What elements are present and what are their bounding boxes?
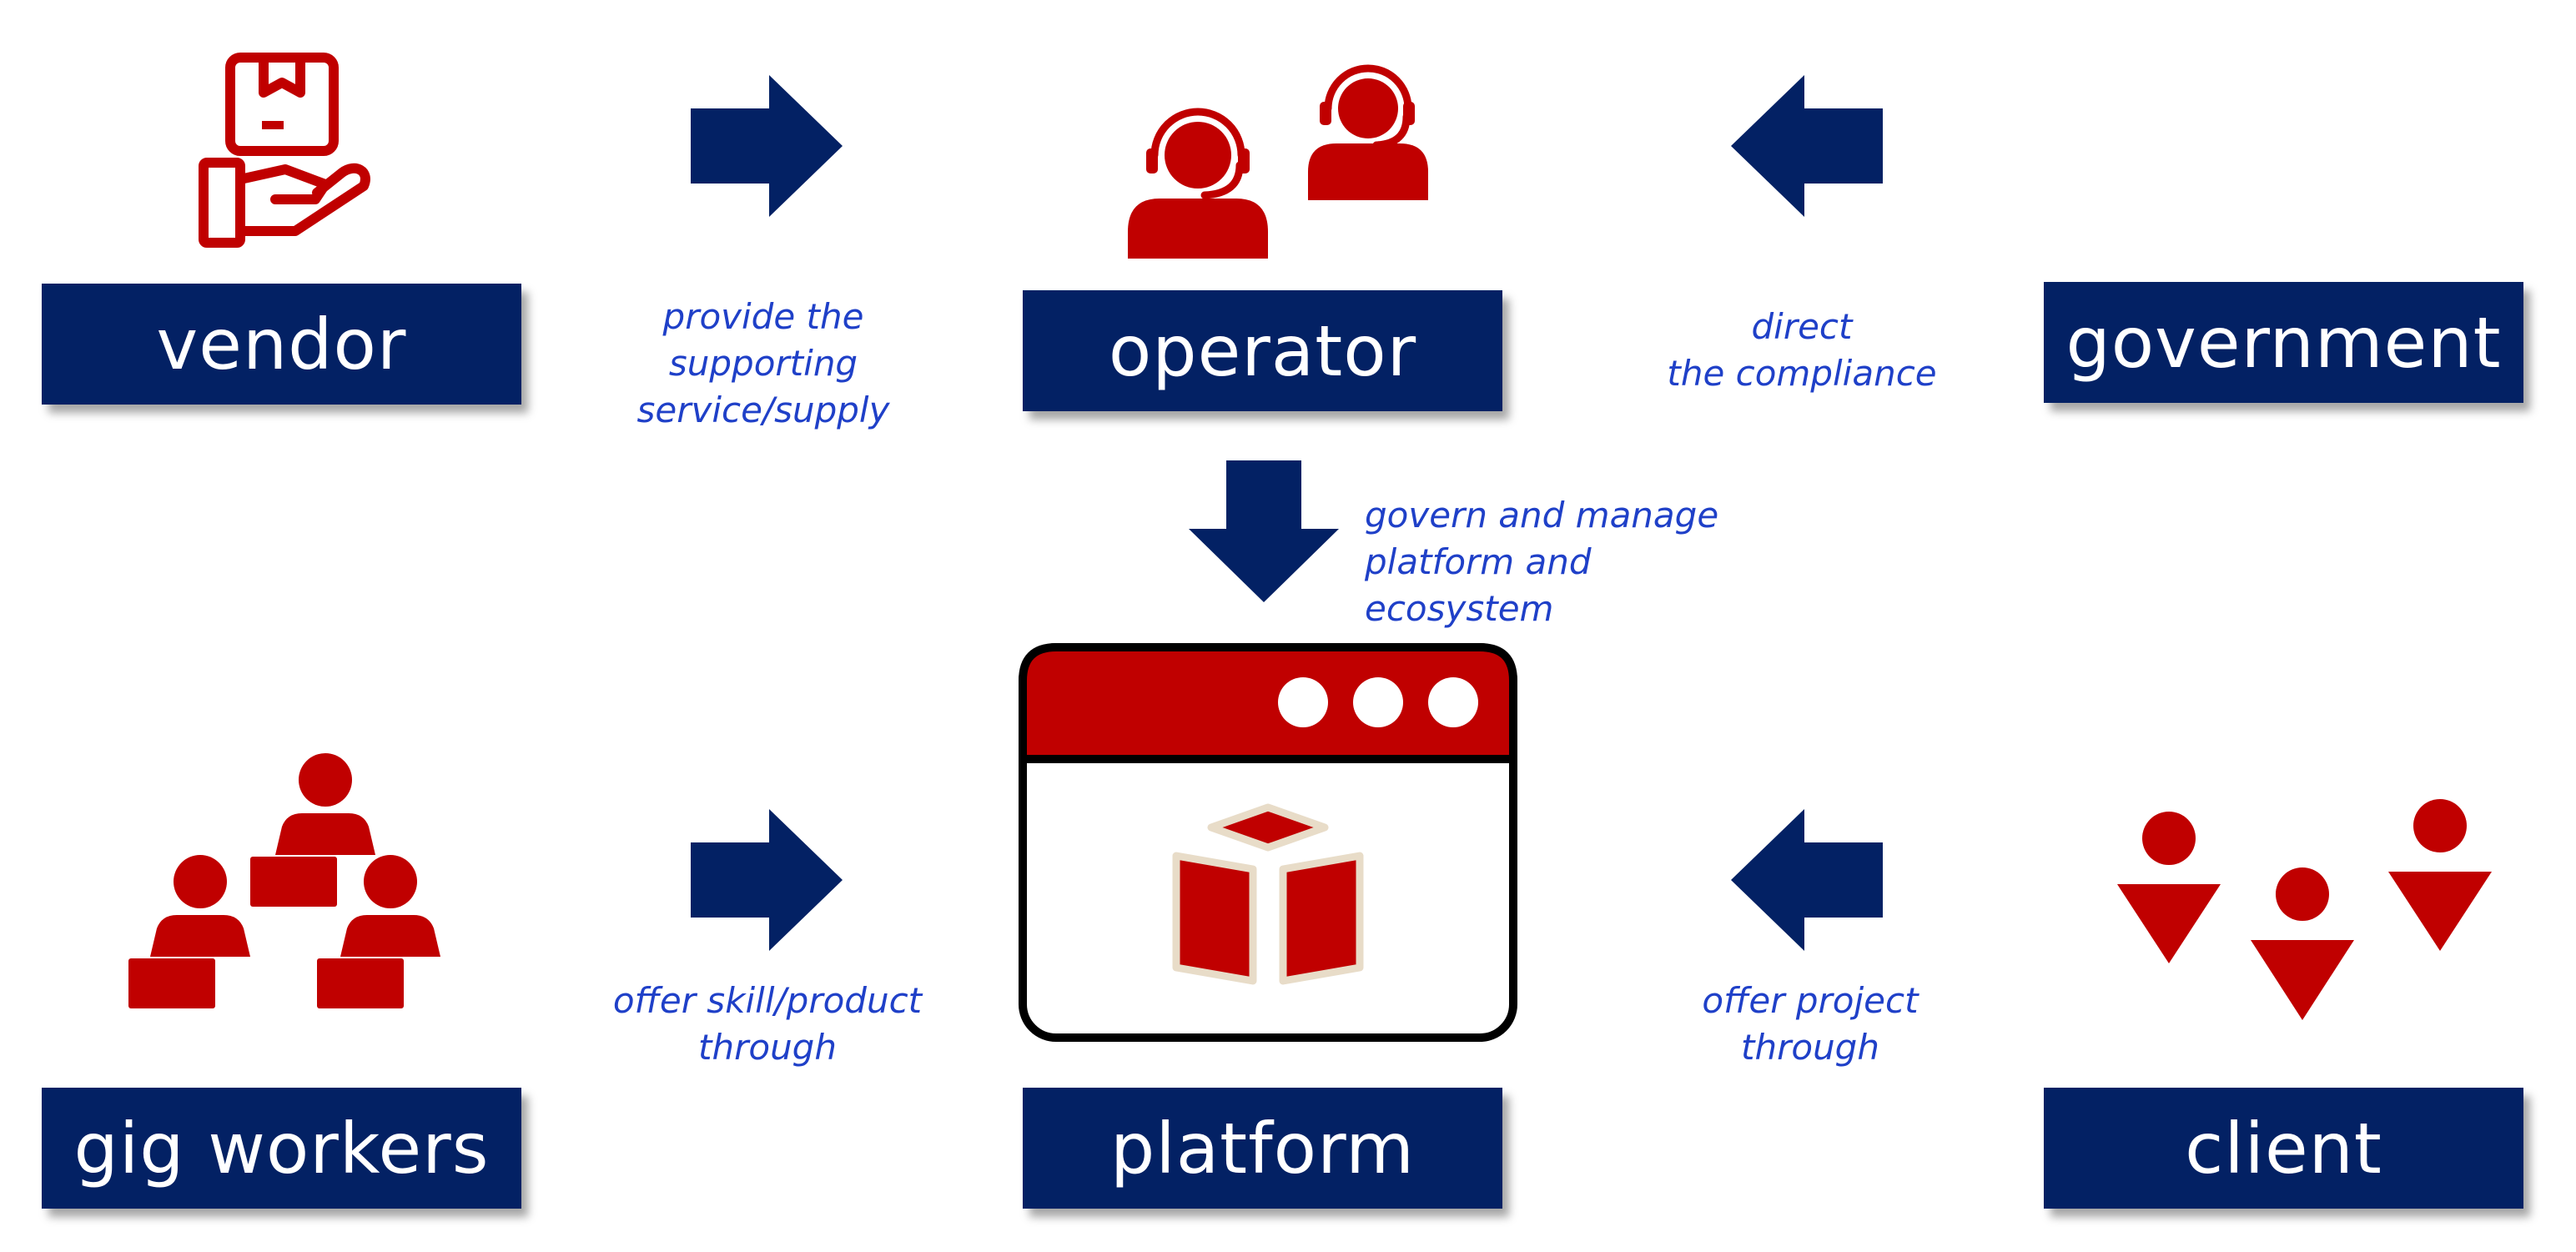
package-in-hand-icon [199,53,370,248]
caption-vendor-operator: provide the supporting service/supply [636,296,890,430]
app-window-with-box-icon [1019,643,1517,1042]
arrow-vendor-to-operator [691,75,843,217]
client-people-icon [2117,799,2492,1020]
vendor-box: vendor [42,284,521,405]
client-box: client [2044,1088,2523,1209]
caption-government-operator: direct the compliance [1667,306,1937,394]
arrow-gig-workers-to-platform [691,809,843,951]
platform-box: platform [1023,1088,1502,1209]
government-box: government [2044,282,2523,403]
caption-operator-platform: govern and manage platform and ecosystem [1365,495,1719,629]
caption-gig-workers-platform: offer skill/product through [612,980,923,1068]
support-agents-headset-icon [1128,64,1428,259]
workers-at-laptops-icon [128,753,440,1008]
arrow-government-to-operator [1731,75,1883,217]
operator-box: operator [1023,290,1502,411]
arrow-operator-to-platform [1189,460,1339,602]
caption-client-platform: offer project through [1702,980,1919,1068]
arrow-client-to-platform [1731,809,1883,951]
gig-workers-box: gig workers [42,1088,521,1209]
